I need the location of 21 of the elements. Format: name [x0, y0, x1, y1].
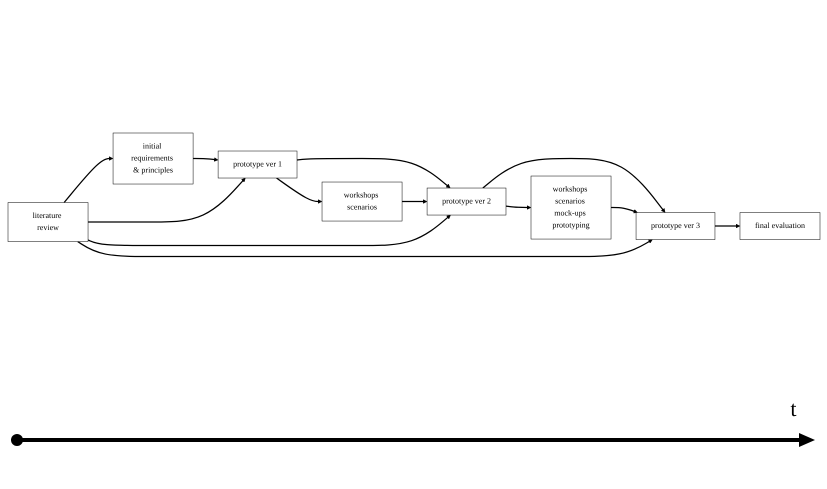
node-box: prototype ver 3	[635, 212, 715, 240]
node-box: literature review	[7, 202, 88, 242]
node-box: workshops scenarios mock-ups prototyping	[530, 176, 611, 240]
arrow	[276, 178, 322, 204]
arrow	[63, 156, 113, 204]
arrow	[296, 158, 450, 188]
arrow	[88, 178, 246, 223]
node-box: final evaluation	[739, 212, 820, 240]
arrow	[76, 240, 652, 258]
node-box: prototype ver 2	[426, 188, 506, 216]
arrow	[192, 158, 218, 162]
arrow	[714, 224, 740, 228]
arrow	[505, 206, 531, 210]
arrow	[610, 207, 638, 214]
node-box: initial requirements & principles	[112, 132, 193, 184]
axis-label: t	[790, 396, 796, 422]
arrow	[482, 158, 665, 213]
node-box: prototype ver 1	[217, 150, 297, 178]
arrow	[87, 215, 450, 246]
node-box: workshops scenarios	[321, 182, 402, 222]
arrow	[402, 200, 427, 204]
